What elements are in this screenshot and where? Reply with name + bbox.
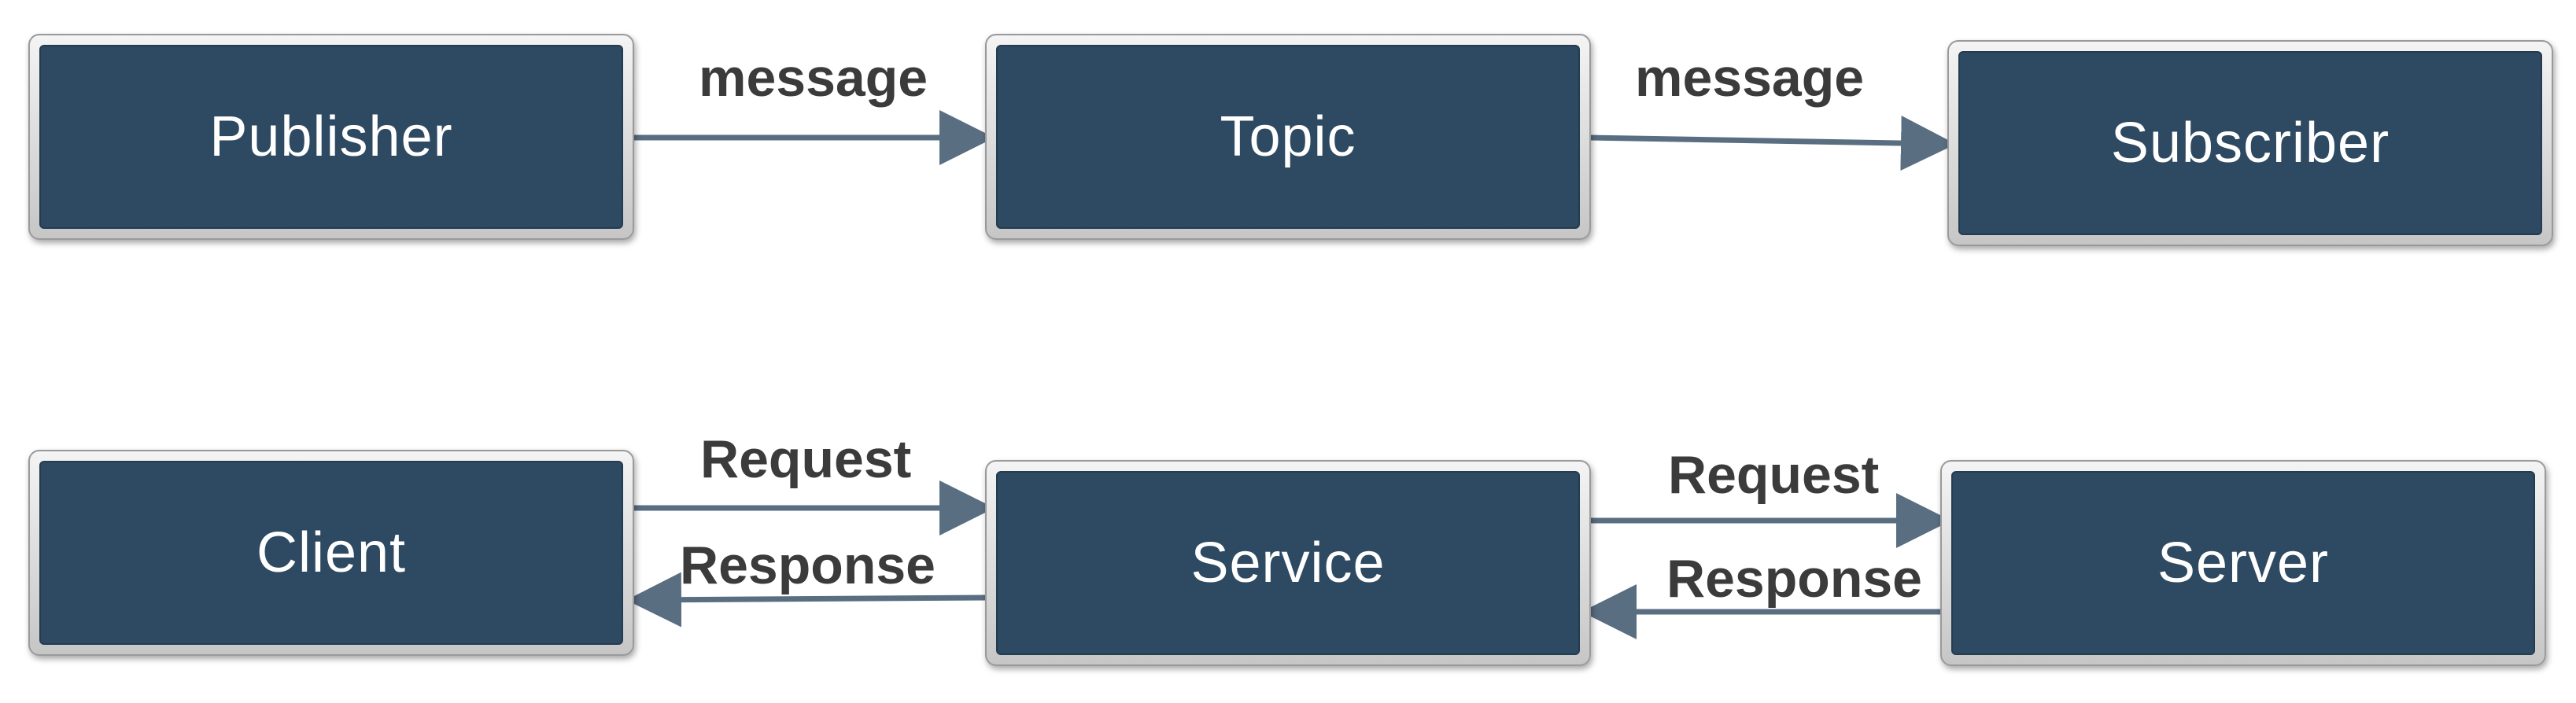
subscriber-node: Subscriber — [1947, 40, 2553, 246]
service-to-client-label: Response — [680, 536, 936, 595]
service-label: Service — [1190, 532, 1386, 594]
service-to-server-label: Request — [1668, 445, 1880, 505]
server-label: Server — [2157, 532, 2330, 594]
publisher-label: Publisher — [209, 105, 453, 168]
server-node: Server — [1940, 460, 2546, 666]
client-to-service-label: Request — [700, 429, 912, 489]
publisher-to-topic-label: message — [699, 48, 928, 108]
service-node: Service — [985, 460, 1591, 666]
client-label: Client — [256, 521, 407, 584]
topic-to-subscriber-label: message — [1635, 48, 1865, 108]
arrow-topic-to-subscriber — [1589, 116, 1956, 171]
arrow-service-to-client — [626, 572, 988, 628]
topic-node: Topic — [985, 34, 1591, 240]
publisher-node: Publisher — [28, 34, 634, 240]
subscriber-label: Subscriber — [2110, 112, 2390, 175]
client-node: Client — [28, 450, 634, 656]
topic-label: Topic — [1220, 105, 1356, 168]
server-to-service-label: Response — [1666, 549, 1922, 609]
